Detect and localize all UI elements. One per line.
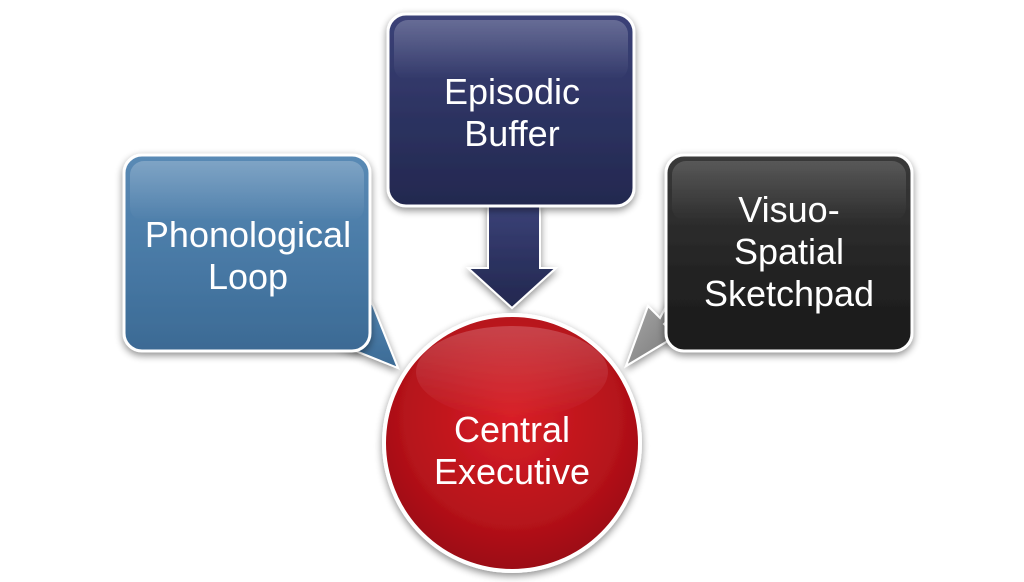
central-executive-label-line1: Central [454, 409, 570, 450]
episodic-buffer-label-line1: Episodic [444, 71, 580, 112]
episodic-buffer-label-line2: Buffer [464, 113, 559, 154]
phonological-loop-label-line1: Phonological [145, 214, 351, 255]
phonological-loop-node: Phonological Loop [122, 153, 372, 353]
visuo-spatial-label-line1: Visuo- [738, 189, 839, 230]
central-executive-label-line2: Executive [434, 451, 590, 492]
visuo-spatial-label-line3: Sketchpad [704, 273, 874, 314]
episodic-buffer-node: Episodic Buffer [386, 12, 636, 208]
episodic-arrow [465, 204, 559, 310]
visuo-spatial-sketchpad-node: Visuo- Spatial Sketchpad [664, 153, 914, 353]
visuo-spatial-label-line2: Spatial [734, 231, 844, 272]
phonological-loop-label-line2: Loop [208, 256, 288, 297]
central-executive-node: Central Executive [382, 313, 642, 573]
